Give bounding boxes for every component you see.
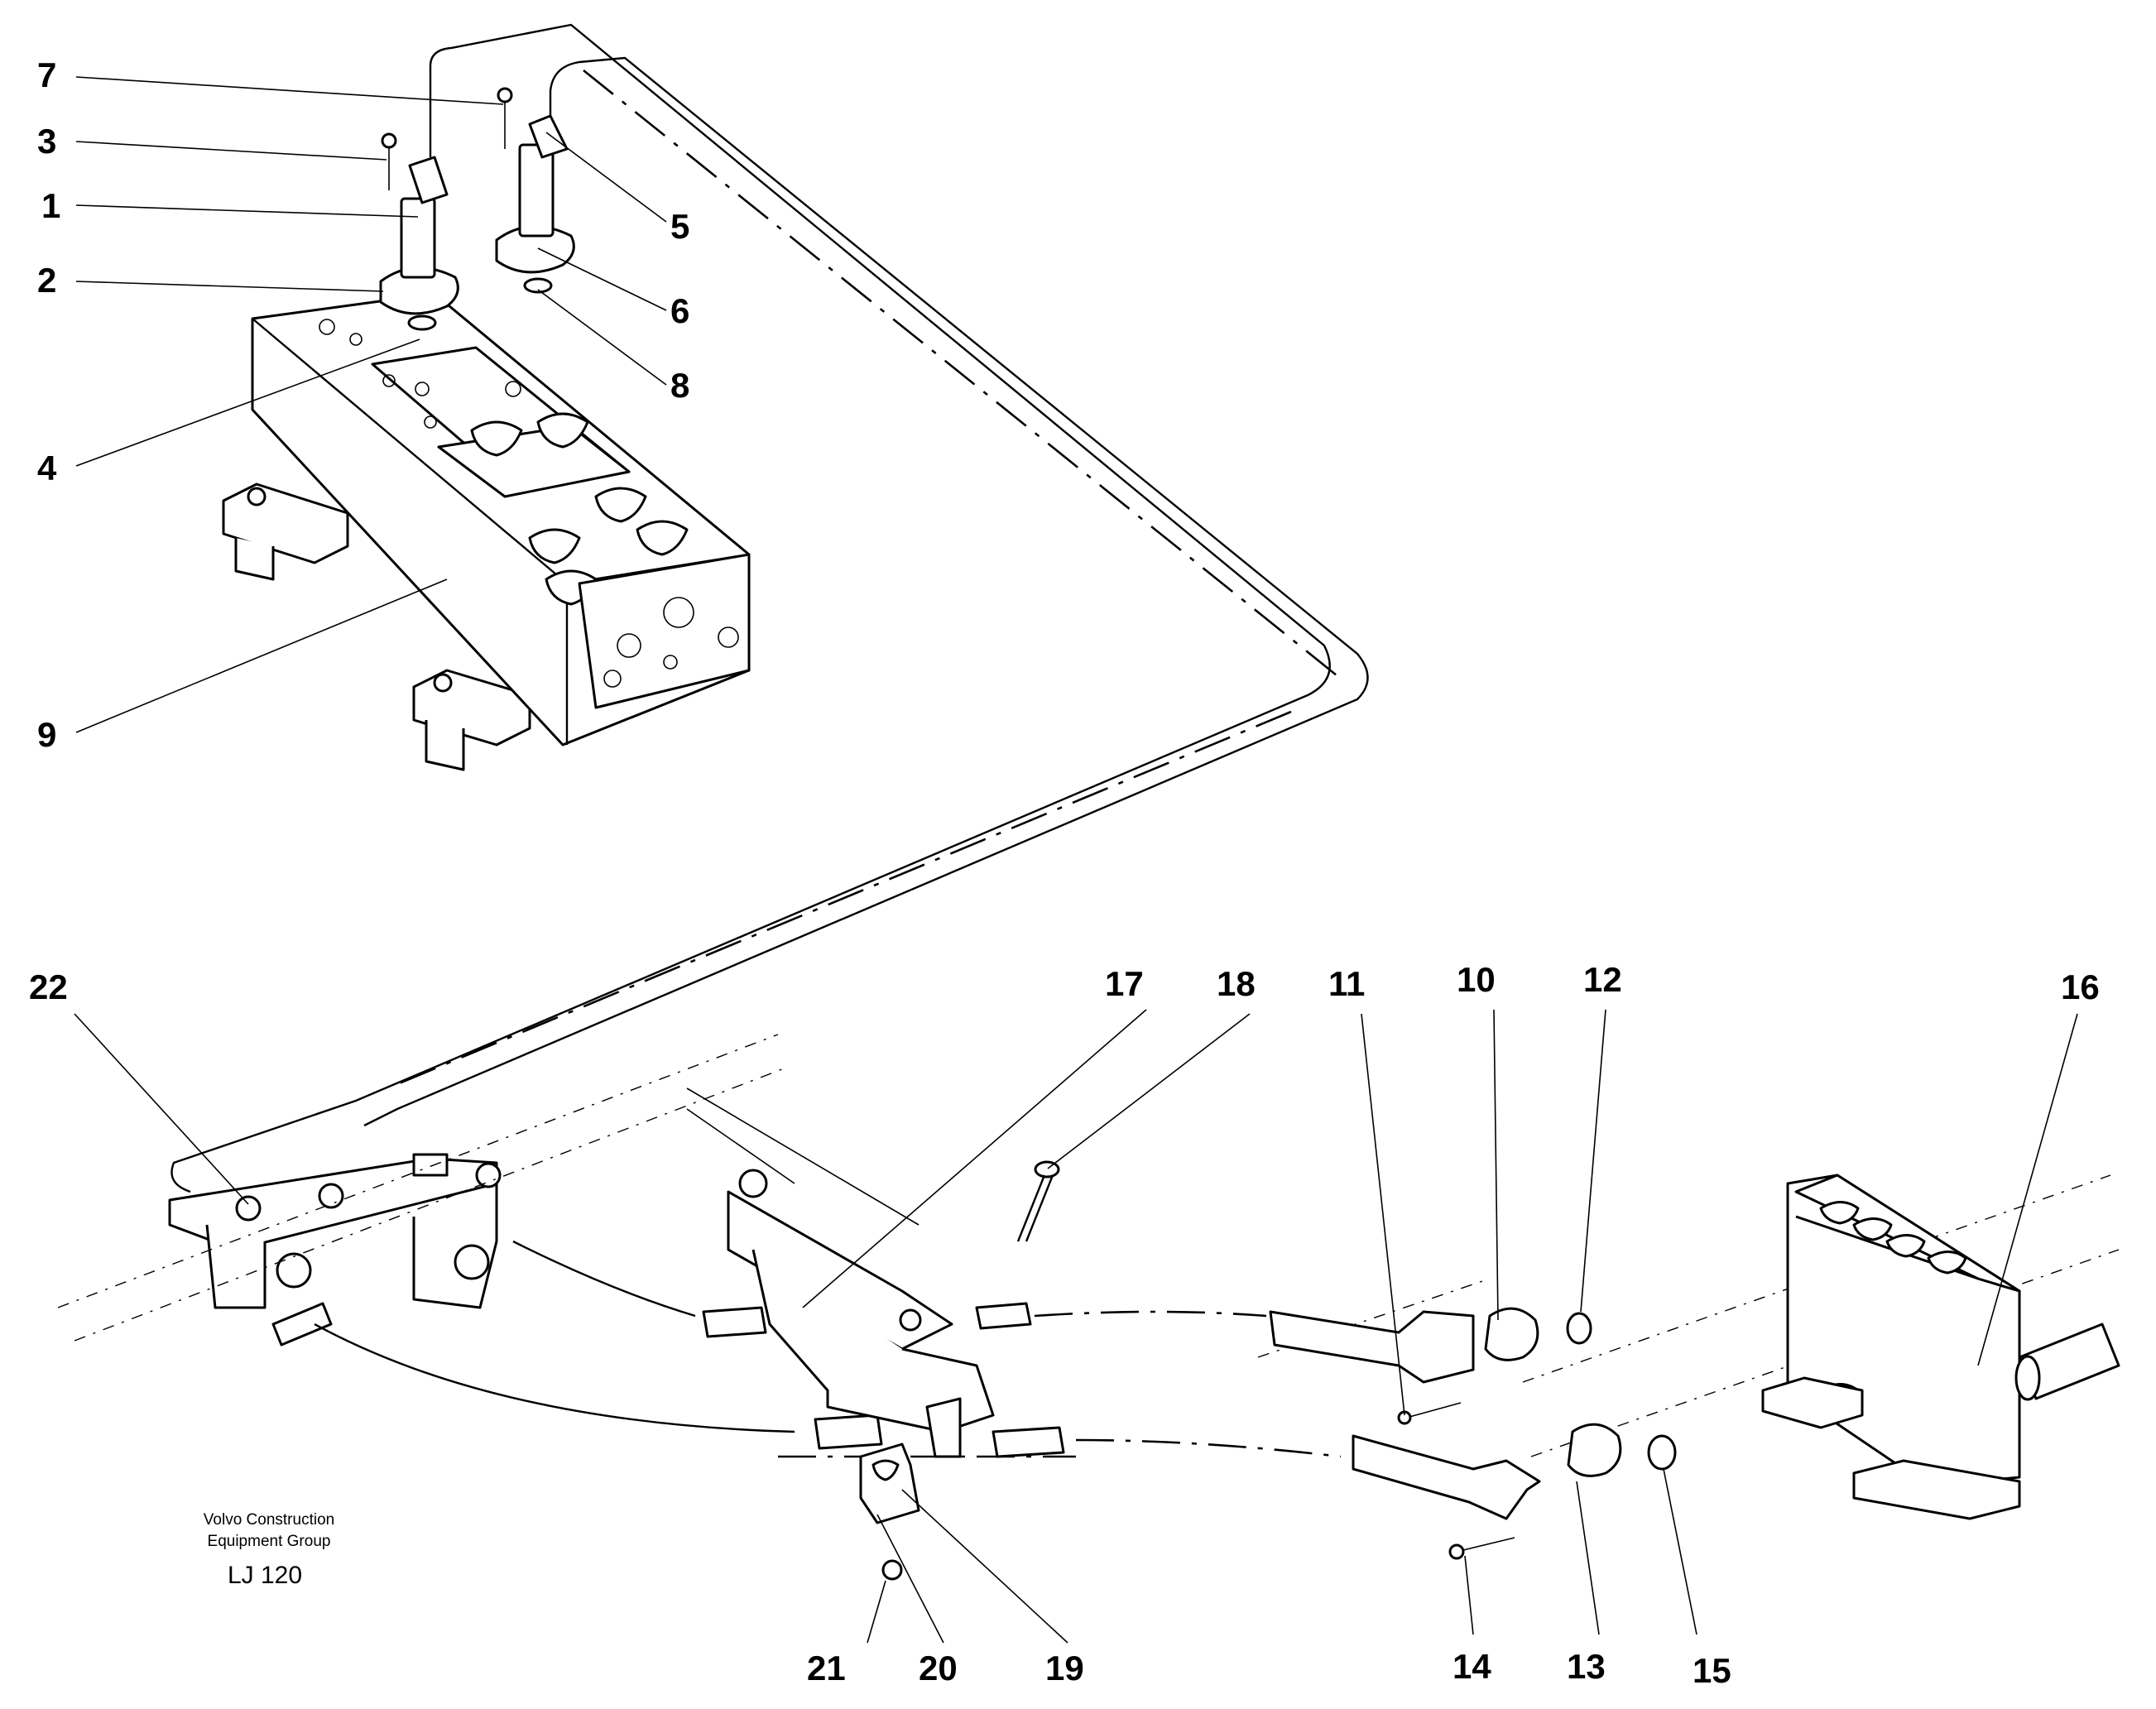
callout-11: 11: [1328, 964, 1365, 1003]
flange-fitting-right: [495, 87, 575, 294]
callout-19: 19: [1045, 1649, 1084, 1687]
drawing-code: LJ 120: [228, 1562, 302, 1589]
callout-7: 7: [37, 55, 56, 94]
callout-5: 5: [670, 207, 689, 246]
callout-13: 13: [1567, 1647, 1606, 1686]
lower-hoses: [271, 1240, 1342, 1458]
callout-1: 1: [41, 186, 60, 225]
callout-4: 4: [37, 449, 57, 487]
callout-15: 15: [1693, 1651, 1731, 1690]
leader-lines: [74, 76, 2078, 1644]
clamp-19-20: [859, 1443, 920, 1581]
main-valve-16: [1761, 1174, 2120, 1520]
callout-22: 22: [29, 967, 68, 1006]
callout-20: 20: [919, 1649, 958, 1687]
upper-valve-block: [222, 292, 751, 771]
callout-18: 18: [1217, 964, 1256, 1003]
callout-6: 6: [670, 291, 689, 330]
callout-12: 12: [1583, 960, 1622, 999]
credit-line-1: Volvo Construction: [204, 1511, 334, 1529]
callout-14: 14: [1453, 1647, 1491, 1686]
flange-fitting-left: [379, 132, 459, 331]
callout-17: 17: [1105, 964, 1144, 1003]
hose-clamp-bracket: [168, 1153, 502, 1309]
callout-9: 9: [37, 715, 56, 754]
mounting-bracket: [686, 1087, 995, 1458]
callout-10: 10: [1457, 960, 1496, 999]
callout-2: 2: [37, 261, 56, 300]
credit-line-2: Equipment Group: [208, 1533, 331, 1550]
pilot-hoses: [170, 23, 1369, 1193]
callout-8: 8: [670, 366, 689, 405]
callout-labels: 7 3 1 2 4 5 6 8 9 22 17 18 11 10 12 16 2…: [29, 55, 2100, 1690]
credit-block: Volvo Construction Equipment Group LJ 12…: [204, 1511, 334, 1589]
callout-16: 16: [2061, 967, 2100, 1006]
callout-21: 21: [807, 1649, 846, 1687]
bolt-18: [1016, 1160, 1060, 1242]
fitting-lower-right: [1352, 1423, 1677, 1560]
callout-3: 3: [37, 122, 56, 161]
fitting-upper-right: [1269, 1307, 1592, 1425]
